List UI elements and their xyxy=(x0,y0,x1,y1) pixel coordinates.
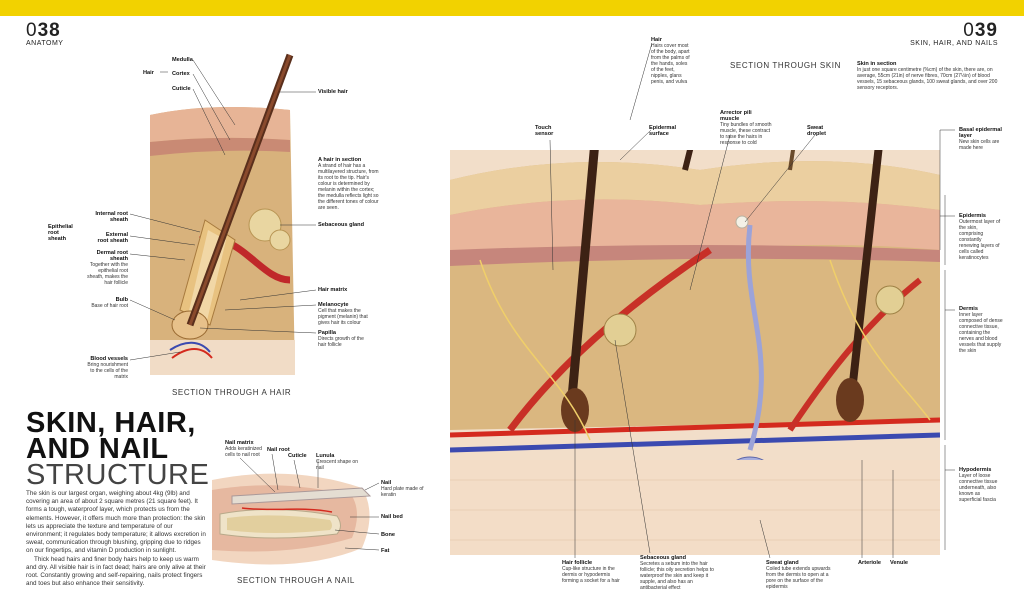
title-line-2: AND NAIL xyxy=(26,433,169,465)
page-header-right: 039 SKIN, HAIR, AND NAILS xyxy=(910,20,998,47)
label-cuticle: Cuticle xyxy=(172,86,191,92)
skin-section-illustration xyxy=(450,150,940,555)
label-bone: Bone xyxy=(381,532,395,538)
nail-section-illustration xyxy=(212,473,372,565)
section-name-left: ANATOMY xyxy=(26,40,64,47)
title-line-1: SKIN, HAIR, xyxy=(26,407,196,439)
label-venule: Venule xyxy=(890,560,909,566)
intro-paragraph-1: The skin is our largest organ, weighing … xyxy=(26,490,206,555)
page-number-right: 039 xyxy=(963,20,998,41)
label-epidermal-surface: Epidermal surface xyxy=(649,125,677,137)
hair-section-illustration xyxy=(150,53,295,375)
label-nail-bed: Nail bed xyxy=(381,514,403,520)
caption-section-through-nail: SECTION THROUGH A NAIL xyxy=(237,576,355,585)
label-internal-root-sheath: Internal root sheath xyxy=(95,211,128,223)
caption-section-through-hair: SECTION THROUGH A HAIR xyxy=(172,388,292,397)
label-visible-hair: Visible hair xyxy=(318,89,348,95)
label-arteriole: Arteriole xyxy=(858,560,882,566)
label-nail-root: Nail root xyxy=(267,447,290,453)
title-line-3: STRUCTURE xyxy=(26,459,210,491)
label-cortex: Cortex xyxy=(172,71,190,77)
label-medulla: Medulla xyxy=(172,57,193,63)
label-sebaceous-gland: Sebaceous gland xyxy=(318,222,365,228)
label-fat: Fat xyxy=(381,548,390,554)
label-epithelial-root-sheath: Epithelial root sheath xyxy=(48,224,73,242)
page-title: SKIN, HAIR, AND NAIL STRUCTURE xyxy=(26,407,210,491)
page-number-left: 038 xyxy=(26,20,61,41)
hair-section-leaders xyxy=(129,59,317,361)
label-hair-matrix: Hair matrix xyxy=(318,287,348,293)
intro-text: The skin is our largest organ, weighing … xyxy=(26,490,206,588)
label-external-root-sheath: External root sheath xyxy=(97,232,128,244)
label-touch-sensor: Touch sensor xyxy=(535,125,554,137)
nail-section-leaders xyxy=(239,453,380,551)
page-header-left: 038 ANATOMY xyxy=(26,20,63,47)
section-name-right: SKIN, HAIR, AND NAILS xyxy=(910,40,998,47)
intro-paragraph-2: Thick head hairs and finer body hairs he… xyxy=(26,555,206,588)
label-sweat-droplet: Sweat droplet xyxy=(807,125,826,137)
label-nail-cuticle: Cuticle xyxy=(288,453,307,459)
caption-section-through-skin: SECTION THROUGH SKIN xyxy=(730,61,841,70)
label-hair: Hair xyxy=(143,70,154,76)
accent-bar xyxy=(0,0,1024,16)
